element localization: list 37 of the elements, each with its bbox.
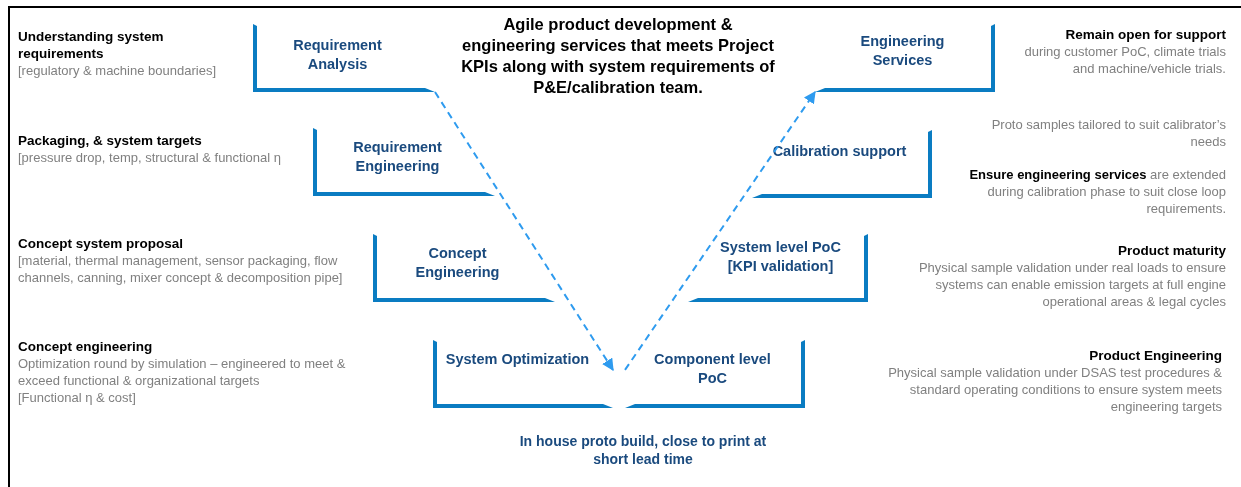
bracket-box xyxy=(625,340,805,408)
title: Agile product development & engineering services that meets Project KPIs along with system requirements of P&E/calibration team. xyxy=(460,14,776,98)
stage-label: Requirement Analysis xyxy=(292,36,383,74)
description-text: Proto samples tailored to suit calibrator’s needs xyxy=(990,116,1226,150)
heading-text: Product Engineering xyxy=(1088,347,1222,364)
description-text: during customer PoC, climate trials and machine/vehicle trials. xyxy=(1023,43,1226,77)
heading-text: Product maturity xyxy=(1117,242,1226,259)
heading-text: Concept system proposal xyxy=(18,235,185,252)
description-text: [material, thermal management, sensor packaging, flow channels, canning, mixer concept & decomposition pipe] xyxy=(18,252,344,286)
bracket-box xyxy=(815,24,995,92)
bracket-box xyxy=(313,128,495,196)
heading-text: Understanding system requirements xyxy=(18,28,165,62)
stage-label: System level PoC [KPI validation] xyxy=(719,238,842,276)
bracket-box xyxy=(433,340,613,408)
heading-text: Remain open for support xyxy=(1064,26,1226,43)
description-text: [Functional η & cost] xyxy=(18,389,137,406)
stage-label: Engineering Services xyxy=(859,32,946,70)
description-text: Physical sample validation under DSAS test procedures & standard operating conditions to ensure system meets engineering targets xyxy=(887,364,1222,415)
bracket-box xyxy=(253,24,435,92)
stage-label: Calibration support xyxy=(771,142,908,161)
dashed-arrow xyxy=(624,91,816,371)
description-text: Ensure engineering services are extended during calibration phase to suit close loop requirements. xyxy=(968,166,1226,217)
description-text: [pressure drop, temp, structural & functional η xyxy=(18,149,282,166)
bracket-box xyxy=(688,234,868,302)
bracket-box xyxy=(373,234,555,302)
description-text: [regulatory & machine boundaries] xyxy=(18,62,217,79)
stage-label: Concept Engineering xyxy=(414,244,501,282)
stage-label: Component level PoC xyxy=(653,350,772,388)
description-text: Optimization round by simulation – engineered to meet & exceed functional & organizational targets xyxy=(18,355,347,389)
bracket-box xyxy=(752,130,932,198)
heading-text: Packaging, & system targets xyxy=(18,132,203,149)
heading-text: Concept engineering xyxy=(18,338,154,355)
description-text: Physical sample validation under real loads to ensure systems can enable emission targets at full engine operational areas & legal cycles xyxy=(917,259,1226,310)
dashed-arrow xyxy=(434,91,614,371)
stage-label: Requirement Engineering xyxy=(352,138,443,176)
stage-label: System Optimization xyxy=(445,350,590,369)
note-text: In house proto build, close to print at short lead time xyxy=(518,432,768,468)
